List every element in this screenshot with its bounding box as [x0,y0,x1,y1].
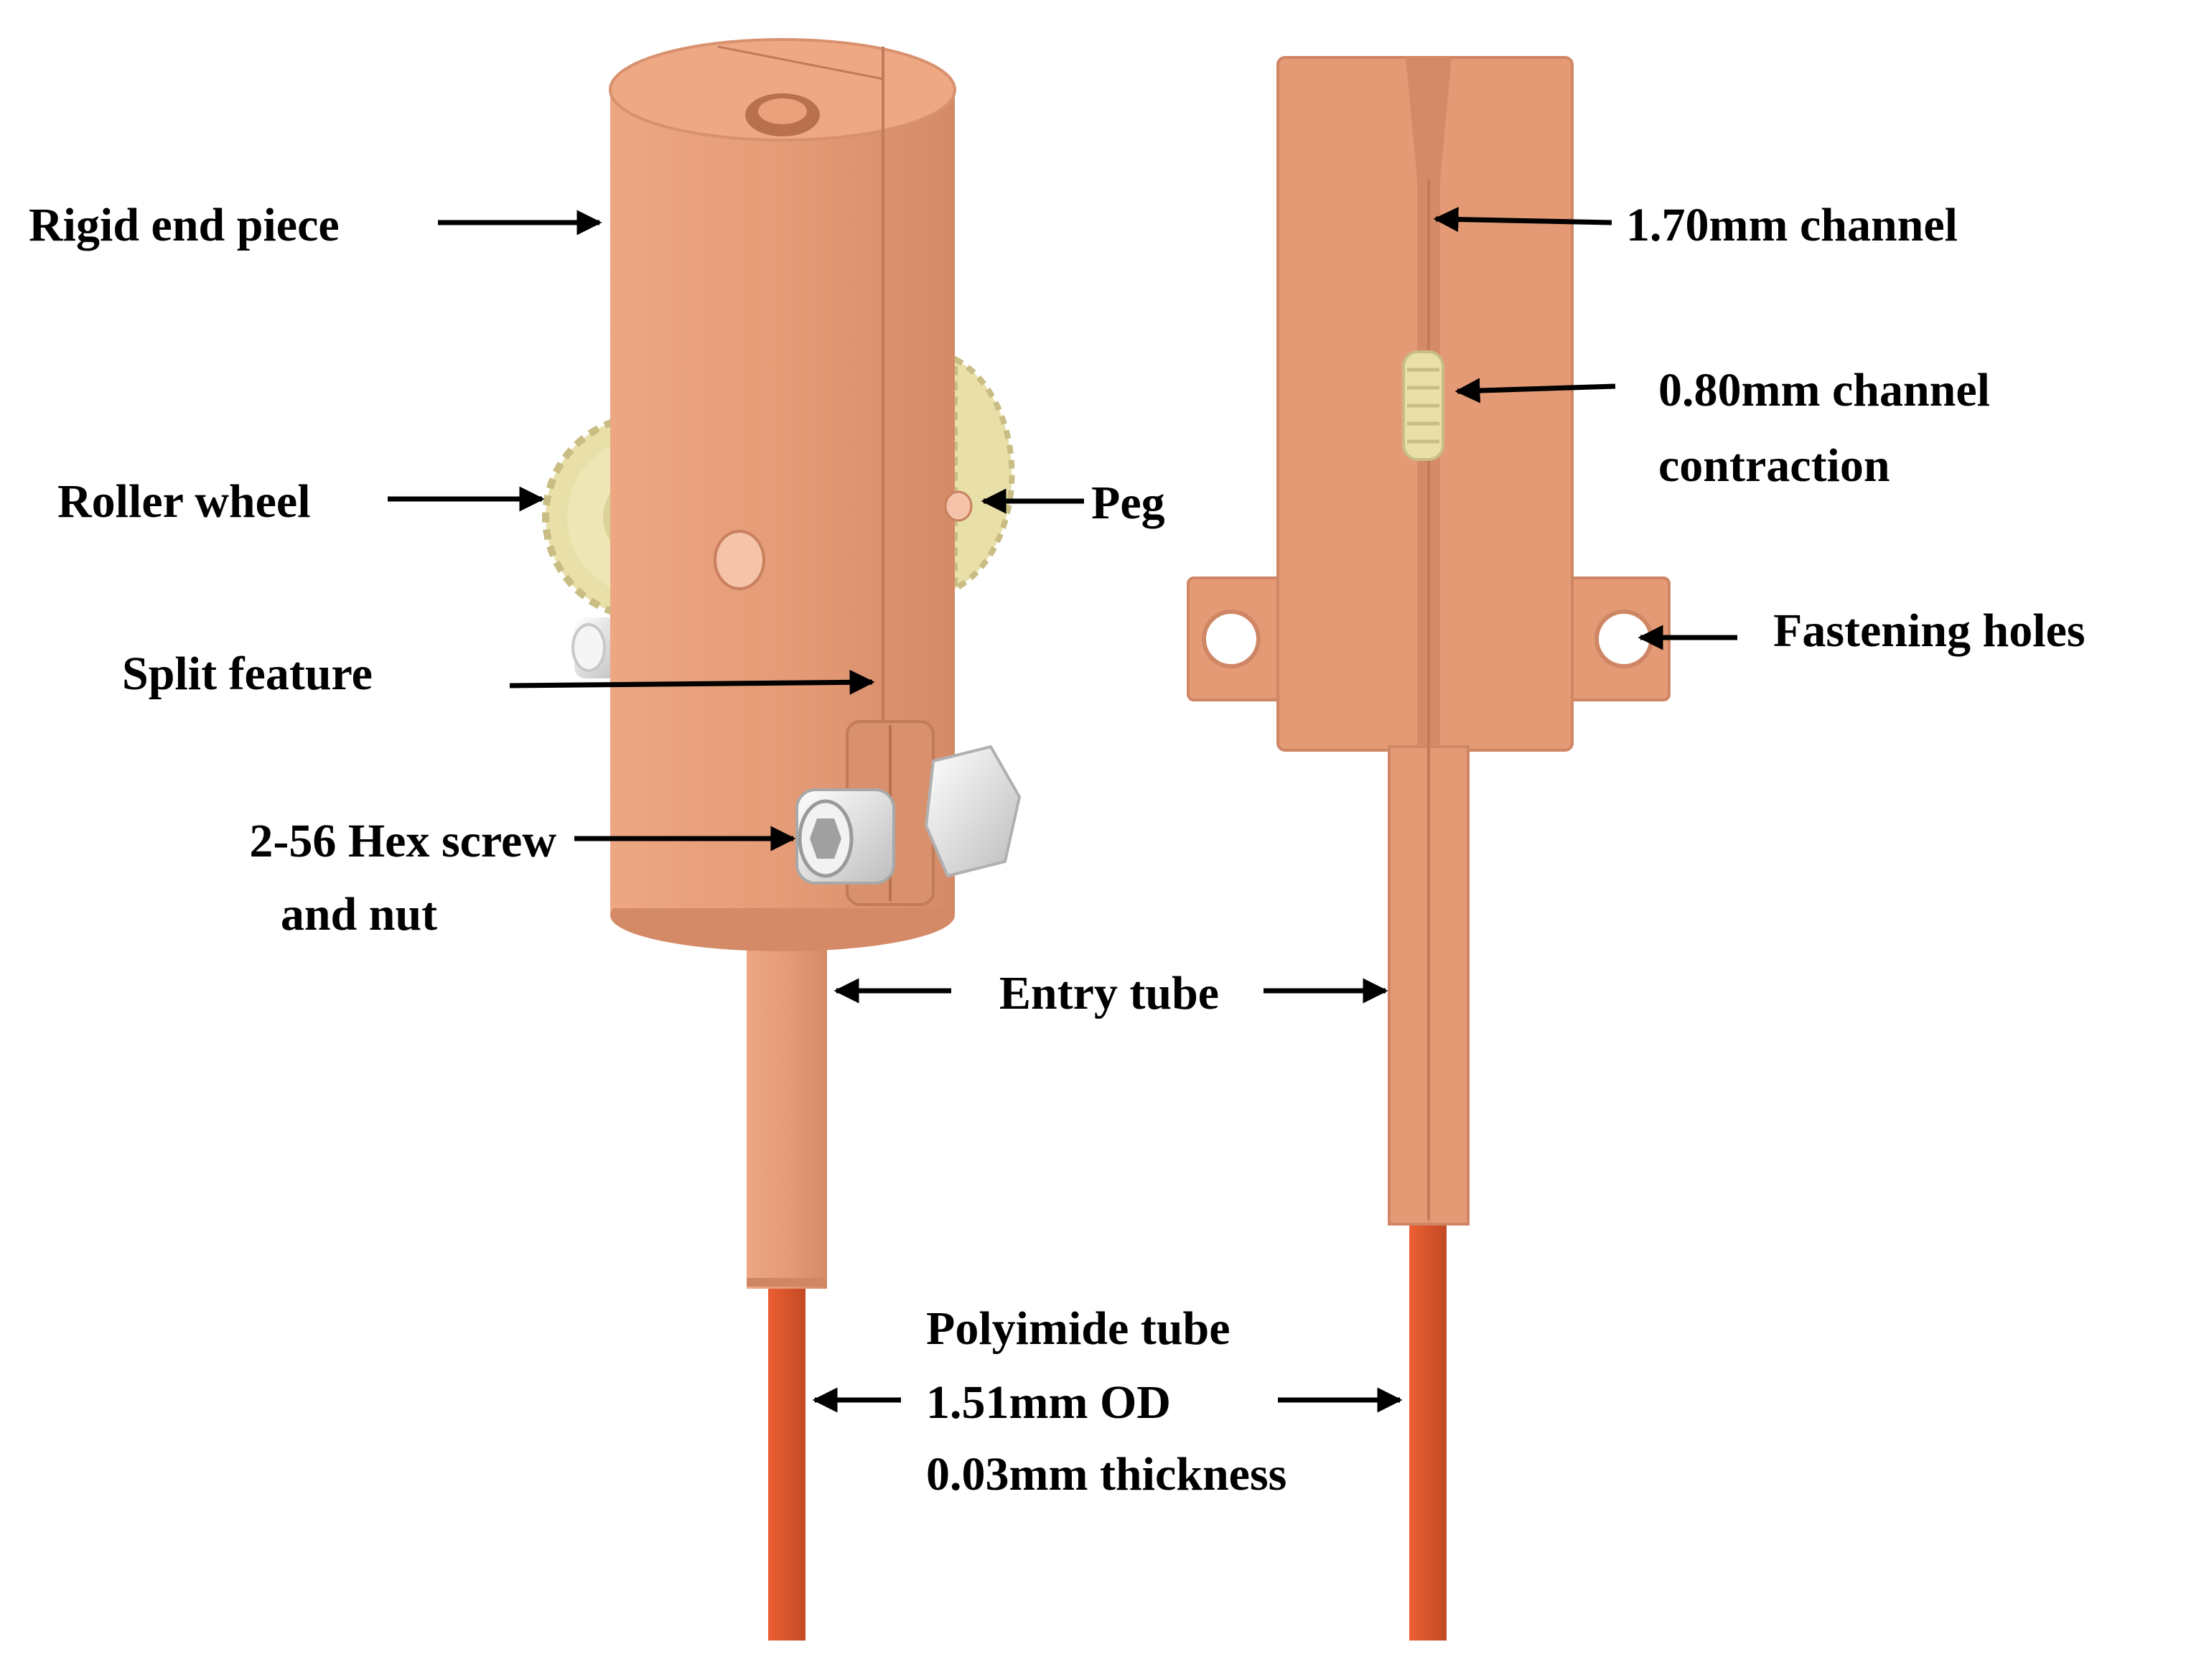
label-contraction-line1: 0.80mm channel [1658,364,1990,416]
peg-side-wheel [952,354,1015,594]
arrows [388,207,1737,1413]
label-contraction-line2: contraction [1658,439,1890,492]
hex-nut [924,745,1022,878]
label-split-feature: Split feature [122,648,373,700]
label-polyimide-line1: Polyimide tube [926,1302,1230,1355]
peg-hole [714,530,765,590]
label-hex-screw-line2: and nut [281,888,437,941]
label-entry-tube: Entry tube [999,967,1219,1019]
arrow-contraction [1454,378,1616,403]
labels: Rigid end piece Roller wheel Split featu… [29,199,2086,1501]
label-hex-screw-line1: 2-56 Hex screw [249,815,556,867]
label-polyimide-line3: 0.03mm thickness [926,1448,1286,1501]
polyimide-tube-left [768,1282,805,1641]
label-polyimide-line2: 1.51mm OD [926,1376,1171,1429]
label-fastening-holes: Fastening holes [1773,605,2086,657]
arrow-channel-170 [1433,207,1612,233]
label-roller-wheel: Roller wheel [57,475,311,528]
label-rigid-end-piece: Rigid end piece [29,199,340,251]
right-section-view [1187,56,1671,1641]
label-peg: Peg [1091,477,1165,529]
polyimide-tube-right [1409,1221,1447,1641]
arrow-split-feature [509,669,875,695]
entry-tube-left [747,908,827,1289]
fastening-hole-left [1202,610,1261,668]
left-assembly [542,38,1022,1641]
label-channel-170: 1.70mm channel [1626,199,1958,251]
rigid-end-piece-body [609,38,973,951]
channel-contraction [1402,350,1444,461]
hex-screw-head [795,788,895,885]
